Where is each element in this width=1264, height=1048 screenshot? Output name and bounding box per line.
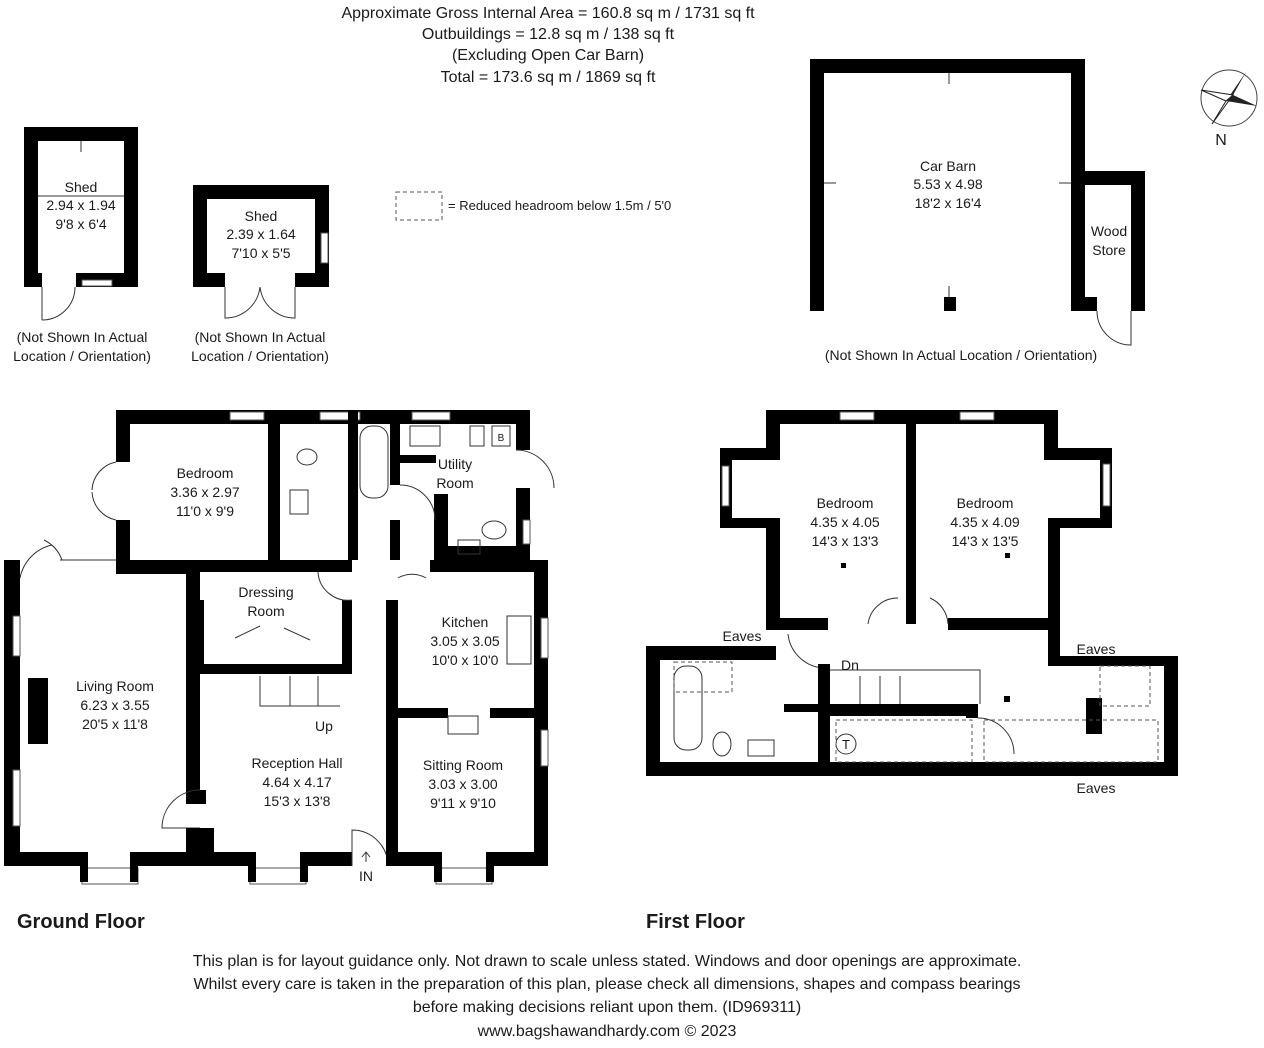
- ground-floor-plan: B Bedroom 3.36 x 2.97 11'0 x 9'9 Utility…: [4, 410, 555, 885]
- entrance-label: IN: [359, 868, 373, 884]
- disclaimer-line3: before making decisions reliant upon the…: [413, 999, 801, 1016]
- shed-2-note-line2: Location / Orientation): [191, 348, 329, 364]
- wood-store-line2: Store: [1092, 242, 1126, 258]
- dressing-line1: Dressing: [238, 584, 293, 600]
- total-area-text: Total = 173.6 sq m / 1869 sq ft: [441, 69, 656, 86]
- kitchen-imperial: 10'0 x 10'0: [432, 652, 499, 668]
- disclaimer: This plan is for layout guidance only. N…: [193, 953, 1022, 1040]
- compass-icon: N: [1200, 69, 1258, 149]
- stairs-down-label: Dn: [841, 657, 859, 673]
- shed-2-imperial: 7'10 x 5'5: [231, 245, 290, 261]
- shed-1-note-line1: (Not Shown In Actual: [17, 329, 148, 345]
- area-summary: Approximate Gross Internal Area = 160.8 …: [341, 5, 755, 86]
- shed-2-name: Shed: [245, 208, 278, 224]
- kitchen-name: Kitchen: [442, 614, 489, 630]
- shed-1-name: Shed: [65, 179, 98, 195]
- ground-floor-title: Ground Floor: [17, 911, 145, 933]
- disclaimer-line2: Whilst every care is taken in the prepar…: [193, 976, 1020, 993]
- reception-metric: 4.64 x 4.17: [262, 774, 331, 790]
- living-imperial: 20'5 x 11'8: [82, 716, 148, 732]
- first-floor-title: First Floor: [646, 911, 745, 933]
- car-barn: Car Barn 5.53 x 4.98 18'2 x 16'4: [810, 59, 1085, 311]
- legend: = Reduced headroom below 1.5m / 5'0: [395, 191, 671, 221]
- stairs-up-label: Up: [315, 718, 333, 734]
- car-barn-metric: 5.53 x 4.98: [913, 176, 982, 192]
- sitting-name: Sitting Room: [423, 757, 503, 773]
- sitting-metric: 3.03 x 3.00: [428, 776, 497, 792]
- shed-1: Shed 2.94 x 1.94 9'8 x 6'4 (Not Shown In…: [13, 127, 151, 364]
- ff-bedroom2-metric: 4.35 x 4.09: [950, 514, 1019, 530]
- wood-store: Wood Store: [1085, 171, 1145, 346]
- boiler-label: B: [498, 433, 505, 444]
- living-name: Living Room: [76, 678, 154, 694]
- dressing-line2: Room: [247, 603, 284, 619]
- eaves-left-label: Eaves: [723, 628, 762, 644]
- shed-2-note-line1: (Not Shown In Actual: [195, 329, 326, 345]
- living-metric: 6.23 x 3.55: [80, 697, 149, 713]
- reduced-headroom-swatch: [395, 191, 443, 221]
- compass-north-label: N: [1215, 132, 1227, 149]
- car-barn-name: Car Barn: [920, 158, 976, 174]
- ff-bedroom2-name: Bedroom: [957, 495, 1014, 511]
- wood-store-line1: Wood: [1091, 223, 1127, 239]
- utility-line2: Room: [436, 475, 473, 491]
- disclaimer-line1: This plan is for layout guidance only. N…: [193, 953, 1022, 970]
- excluding-note-text: (Excluding Open Car Barn): [452, 47, 644, 64]
- ff-bedroom1-name: Bedroom: [817, 495, 874, 511]
- shed-1-note-line2: Location / Orientation): [13, 348, 151, 364]
- eaves-bottom-label: Eaves: [1077, 780, 1116, 796]
- car-barn-note: (Not Shown In Actual Location / Orientat…: [825, 347, 1097, 363]
- ff-bedroom1-metric: 4.35 x 4.05: [810, 514, 879, 530]
- utility-line1: Utility: [438, 456, 472, 472]
- shed-2-metric: 2.39 x 1.64: [226, 226, 295, 242]
- eaves-right-label: Eaves: [1077, 641, 1116, 657]
- sitting-imperial: 9'11 x 9'10: [430, 795, 496, 811]
- shed-2: Shed 2.39 x 1.64 7'10 x 5'5 (Not Shown I…: [191, 185, 329, 364]
- reception-name: Reception Hall: [251, 755, 342, 771]
- shed-1-imperial: 9'8 x 6'4: [55, 216, 106, 232]
- ff-bedroom2-imperial: 14'3 x 13'5: [952, 533, 1019, 549]
- car-barn-imperial: 18'2 x 16'4: [915, 195, 982, 211]
- tank-label: T: [842, 737, 850, 752]
- legend-text: = Reduced headroom below 1.5m / 5'0: [448, 198, 671, 213]
- gf-bedroom-metric: 3.36 x 2.97: [170, 484, 239, 500]
- ff-bedroom1-imperial: 14'3 x 13'3: [812, 533, 879, 549]
- first-floor-plan: T Bedroom 4.35 x 4.05 14'3 x 13'3 Bedroo…: [646, 410, 1178, 796]
- outbuildings-area-text: Outbuildings = 12.8 sq m / 138 sq ft: [422, 26, 675, 43]
- shed-1-metric: 2.94 x 1.94: [46, 197, 115, 213]
- website-copyright: www.bagshawandhardy.com © 2023: [477, 1023, 737, 1040]
- kitchen-metric: 3.05 x 3.05: [430, 633, 499, 649]
- gf-bedroom-name: Bedroom: [177, 465, 234, 481]
- reception-imperial: 15'3 x 13'8: [264, 793, 331, 809]
- gross-area-text: Approximate Gross Internal Area = 160.8 …: [341, 5, 755, 22]
- gf-bedroom-imperial: 11'0 x 9'9: [176, 503, 234, 519]
